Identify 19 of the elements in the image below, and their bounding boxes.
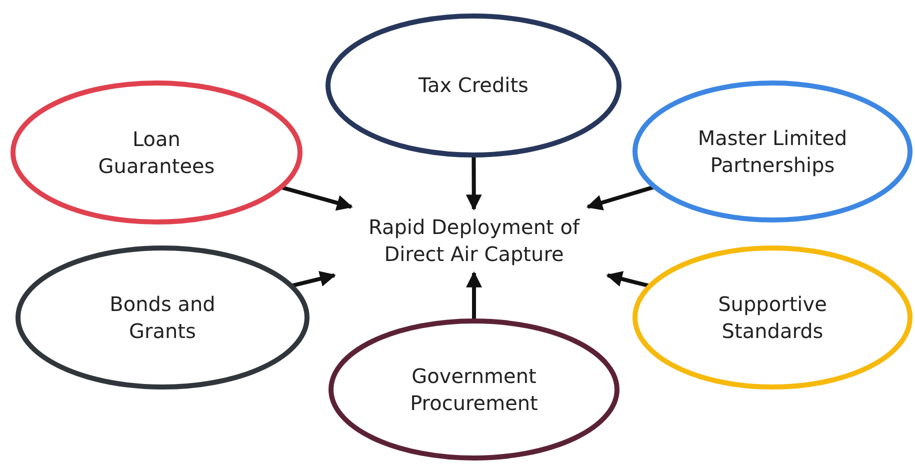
central-goal-text: Rapid Deployment of Direct Air Capture: [368, 214, 581, 268]
arrow: [291, 270, 336, 288]
node-label: Master Limited Partnerships: [696, 124, 848, 178]
ellipse-node: [325, 13, 622, 158]
ellipse-node: [632, 80, 913, 223]
node-label: Government Procurement: [409, 362, 539, 416]
arrow: [606, 271, 650, 288]
ellipse-node: [15, 245, 310, 390]
arrow: [466, 155, 482, 211]
arrow: [586, 185, 655, 210]
node-label: Loan Guarantees: [97, 126, 216, 180]
node-label: Supportive Standards: [717, 290, 828, 344]
arrow: [280, 185, 353, 211]
ellipse-node: [328, 318, 620, 461]
node-label: Bonds and Grants: [108, 290, 216, 344]
node-label: Tax Credits: [418, 72, 528, 99]
arrow: [466, 271, 482, 321]
ellipse-node: [10, 80, 303, 225]
ellipse-node: [632, 245, 913, 390]
